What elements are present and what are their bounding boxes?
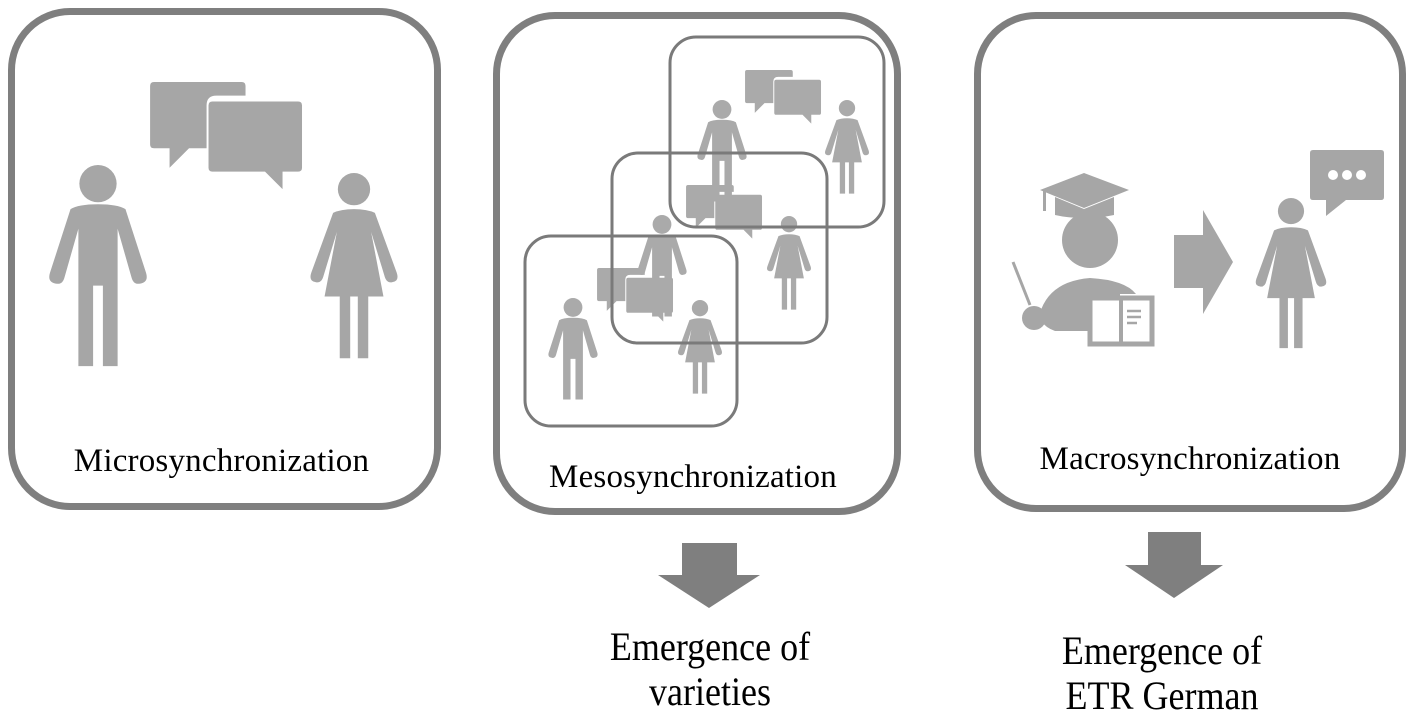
community-box-top: [668, 35, 886, 229]
man-icon: [548, 298, 598, 400]
panel-label-macro: Macrosynchronization: [1039, 441, 1341, 477]
right-arrow-icon: [1174, 210, 1233, 314]
woman-icon: [767, 216, 811, 310]
down-arrow-icon: [658, 543, 760, 608]
speech-bubbles-icon: [686, 185, 763, 239]
woman-icon: [310, 173, 398, 359]
panel-label-micro: Microsynchronization: [73, 443, 370, 479]
woman-icon: [1255, 198, 1327, 349]
teacher-icon: [1011, 173, 1155, 347]
outcome-line: Emergence of: [1061, 628, 1263, 673]
community-box-middle: [610, 151, 829, 345]
outcome-varieties: Emergence of varieties: [575, 624, 845, 714]
down-arrow-icon: [1125, 532, 1223, 598]
outcome-line: varieties: [649, 669, 771, 714]
outcome-line: Emergence of: [609, 624, 811, 669]
community-boxes: [523, 35, 886, 428]
panel-label-meso: Mesosynchronization: [549, 459, 837, 495]
outcome-etr-german: Emergence of ETR German: [1027, 628, 1297, 718]
mesosynchronization-panel: Mesosynchronization: [493, 12, 901, 515]
woman-icon: [678, 300, 722, 394]
community-box-bottom: [523, 234, 739, 428]
woman-icon: [825, 100, 869, 194]
man-icon: [49, 165, 147, 367]
speech-bubbles-icon: [597, 268, 674, 322]
speech-bubble-ellipsis-icon: [1310, 150, 1384, 216]
outcome-line: ETR German: [1065, 673, 1259, 718]
speech-bubbles-icon: [745, 70, 822, 124]
speech-bubbles-icon: [150, 82, 303, 190]
